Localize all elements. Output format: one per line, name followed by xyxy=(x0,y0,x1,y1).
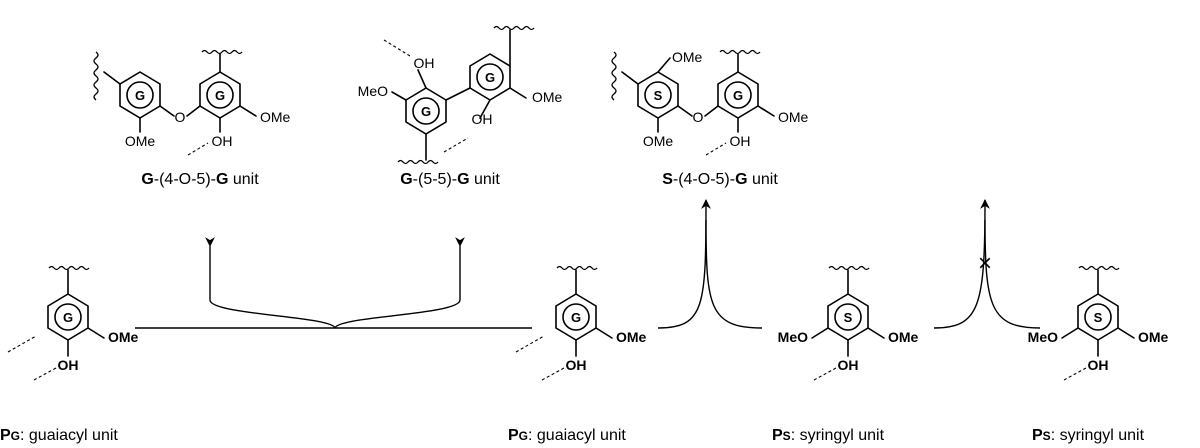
meo-label: MeO xyxy=(778,329,808,345)
oh-label: OH xyxy=(212,133,233,149)
ome-label: OMe xyxy=(532,89,563,105)
unit-caption-g-4o5-g: G-(4-O-5)-G unit xyxy=(141,171,259,188)
monomer-caption-pg-1: PG: guaiacyl unit xyxy=(0,427,118,444)
ome-label: OMe xyxy=(888,329,919,345)
ring-label: G xyxy=(571,310,581,325)
monomer-ps-2: S OMe MeO OH xyxy=(1028,265,1169,381)
meo-label: MeO xyxy=(358,83,388,99)
oh-label: OH xyxy=(566,357,587,373)
meo-label: MeO xyxy=(1028,329,1058,345)
ring-label: G xyxy=(485,70,495,85)
coupling-arrows: × xyxy=(135,199,1041,329)
ome-label: OMe xyxy=(1138,329,1169,345)
monomer-caption-pg-2: PG: guaiacyl unit xyxy=(508,427,626,444)
ring-label: G xyxy=(135,88,145,103)
ring-label: G xyxy=(421,104,431,119)
monomer-pg-1: G OMe OH xyxy=(7,265,139,381)
oh-label: OH xyxy=(58,357,79,373)
ether-o-label: O xyxy=(693,109,704,125)
ring-label: S xyxy=(1094,310,1103,325)
oh-label: OH xyxy=(1088,357,1109,373)
ring-label: G xyxy=(63,310,73,325)
ome-label: OMe xyxy=(778,109,809,125)
oh-label: OH xyxy=(730,133,751,149)
product-g-4o5-g: G OMe O G OMe OH xyxy=(93,49,291,156)
unit-caption-g-55-g: G-(5-5)-G unit xyxy=(400,171,500,188)
product-s-4o5-g: S OMe OMe O G OMe OH xyxy=(611,49,809,156)
ring-label: G xyxy=(733,88,743,103)
oh-label: OH xyxy=(414,55,435,71)
product-g-55-g: G OH MeO G OMe OH xyxy=(358,25,563,165)
monomer-caption-ps-1: PS: syringyl unit xyxy=(772,427,885,444)
monomer-pg-2: G OMe OH xyxy=(515,265,647,381)
oh-label: OH xyxy=(838,357,859,373)
monomer-caption-ps-2: PS: syringyl unit xyxy=(1032,427,1145,444)
ome-label: OMe xyxy=(260,109,291,125)
ome-label: OMe xyxy=(672,49,703,65)
ome-label: OMe xyxy=(616,329,647,345)
ring-label: S xyxy=(844,310,853,325)
ome-label: OMe xyxy=(108,329,139,345)
ome-label: OMe xyxy=(643,133,674,149)
unit-caption-s-4o5-g: S-(4-O-5)-G unit xyxy=(662,171,778,188)
ome-label: OMe xyxy=(125,133,156,149)
monomer-ps-1: S OMe MeO OH xyxy=(778,265,919,381)
blocked-coupling-mark: × xyxy=(978,250,992,277)
ether-o-label: O xyxy=(175,109,186,125)
oh-label: OH xyxy=(472,111,493,127)
ring-label: G xyxy=(215,88,225,103)
ring-label: S xyxy=(654,88,663,103)
